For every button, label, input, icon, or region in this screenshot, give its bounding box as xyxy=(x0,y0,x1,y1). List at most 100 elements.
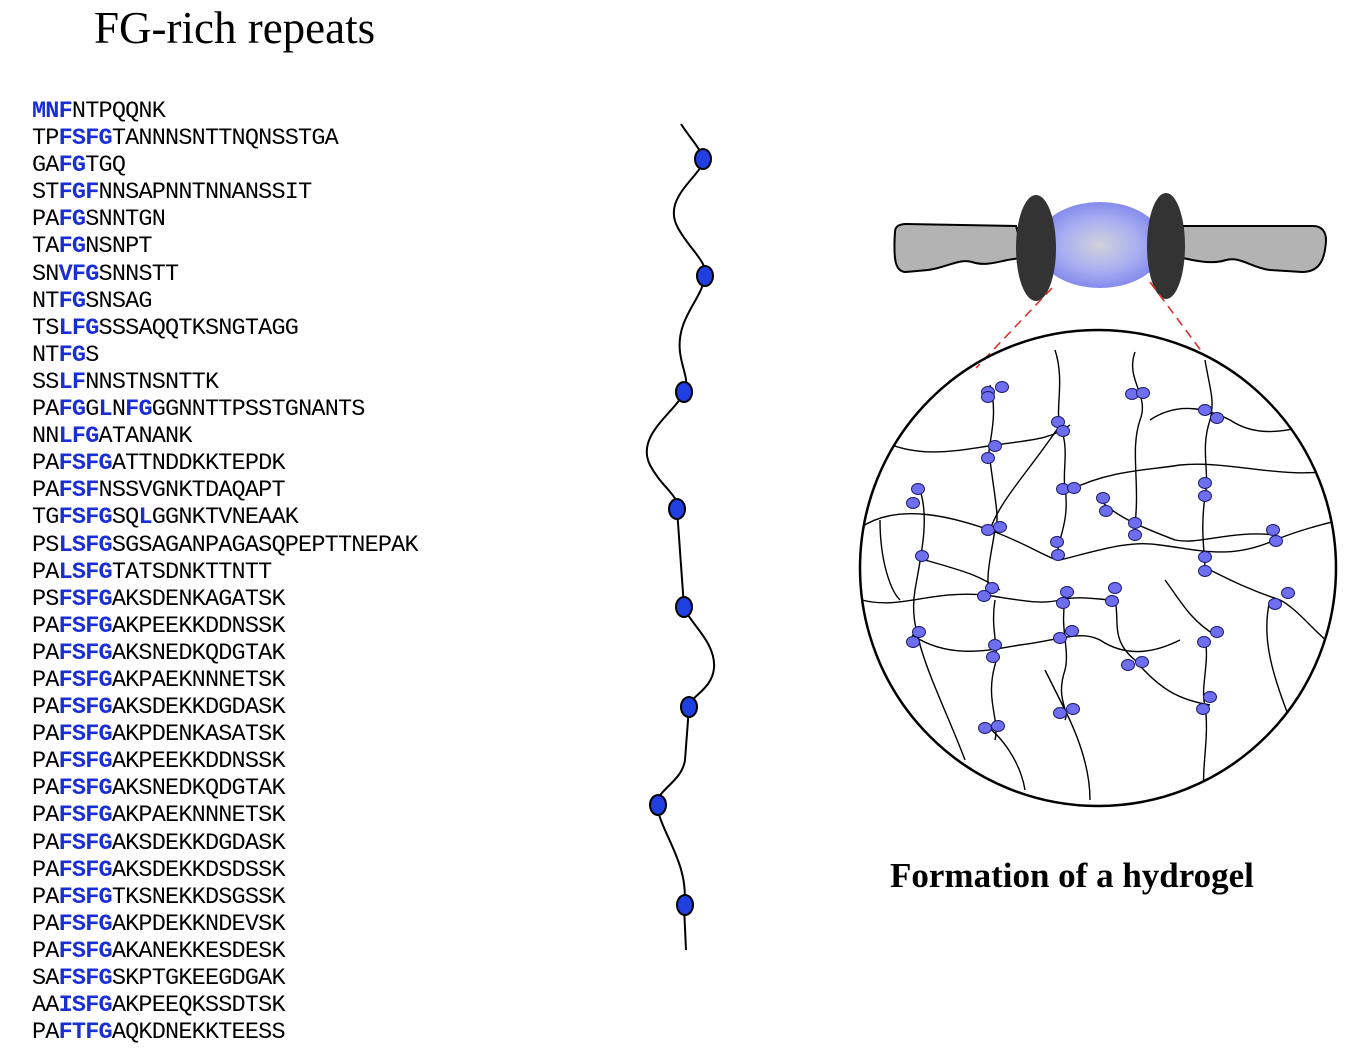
fg-motif: FSFG xyxy=(58,802,113,830)
fg-motif: FG xyxy=(58,152,86,180)
sequence-segment: PA xyxy=(32,1019,59,1047)
sequence-segment: PA xyxy=(32,883,59,911)
sequence-segment: GA xyxy=(32,152,59,180)
sequence-line: PAFSFGAKPDENKASATSK xyxy=(32,721,418,748)
crosslink-dot xyxy=(1128,517,1142,529)
crosslink-dot xyxy=(991,720,1005,732)
crosslink-dot xyxy=(988,639,1002,651)
sequence-segment: AKANEKKESDESK xyxy=(111,937,286,965)
sequence-segment: TP xyxy=(32,125,59,153)
sequence-segment: AKPEEKKDDNSSK xyxy=(111,748,286,776)
fg-motif: LFG xyxy=(58,314,100,342)
sequence-line: NNLFGATANANK xyxy=(32,423,418,450)
sequence-segment: ATANANK xyxy=(98,423,193,451)
sequence-segment: PA xyxy=(32,612,59,640)
fg-motif: FSFG xyxy=(58,856,113,884)
fg-motif: FG xyxy=(58,287,86,315)
fg-motif: L xyxy=(138,504,152,532)
caption: Formation of a hydrogel xyxy=(890,856,1254,895)
sequence-line: PAFGSNNTGN xyxy=(32,206,418,233)
sequence-segment: PA xyxy=(32,937,59,965)
sequence-segment: TS xyxy=(32,314,59,342)
crosslink-dot xyxy=(1135,656,1149,668)
fg-motif: FG xyxy=(58,341,86,369)
left-wing-shape xyxy=(893,222,1027,274)
sequence-line: PAFSFGAKANEKKESDESK xyxy=(32,938,418,965)
fg-binding-dot xyxy=(696,265,714,287)
sequence-segment: PA xyxy=(32,829,59,857)
sequence-segment: NT xyxy=(32,341,59,369)
sequence-line: PAFSFGAKSDEKKDGDASK xyxy=(32,830,418,857)
crosslink-dot xyxy=(1067,482,1081,494)
sequence-segment: AKSDEKKDGDASK xyxy=(111,694,286,722)
fg-binding-dot xyxy=(694,148,712,170)
crosslink-dot xyxy=(1056,597,1070,609)
sequence-line: PAFSFGAKPEEKKDDNSSK xyxy=(32,748,418,775)
fg-motif: FSFG xyxy=(58,504,113,532)
crosslink-dot xyxy=(1203,691,1217,703)
sequence-line: SNVFGSNNSTT xyxy=(32,261,418,288)
sequence-segment: AKPEEQKSSDTSK xyxy=(111,992,286,1020)
sequence-segment: SNNSTT xyxy=(98,260,180,288)
fg-motif: FG xyxy=(58,233,86,261)
sequence-segment: PA xyxy=(32,802,59,830)
fg-binding-dot xyxy=(649,794,667,816)
crosslink-dot xyxy=(1105,595,1119,607)
fg-motif: FSFG xyxy=(58,829,113,857)
crosslink-dot xyxy=(906,636,920,648)
sequence-segment: NNSAPNNTNNANSSIT xyxy=(98,179,313,207)
crosslink-dot xyxy=(978,722,992,734)
sequence-segment: TA xyxy=(32,233,59,261)
sequence-segment: AKSNEDKQDGTAK xyxy=(111,775,286,803)
sequence-line: PAFSFGATTNDDKKTEPDK xyxy=(32,450,418,477)
fg-motif: LFG xyxy=(58,423,100,451)
sequence-segment: TG xyxy=(32,504,59,532)
sequence-segment: TANNNSNTTNQNSSTGA xyxy=(111,125,339,153)
sequence-segment: GGNNTTPSSTGNANTS xyxy=(151,396,366,424)
crosslink-dot xyxy=(1198,551,1212,563)
fg-motif: FSFG xyxy=(58,694,113,722)
sequence-segment: PA xyxy=(32,206,59,234)
crosslink-dot xyxy=(1136,387,1150,399)
fg-binding-dot xyxy=(675,596,693,618)
chain-backbone xyxy=(645,123,716,951)
sequence-segment: SKPTGKEEGDGAK xyxy=(111,965,286,992)
crosslink-dot xyxy=(985,582,999,594)
crosslink-dot xyxy=(1198,490,1212,502)
sequence-line: TSLFGSSSAQQTKSNGTAGG xyxy=(32,315,418,342)
sequence-line: PAFSFGAKSDEKKDGDASK xyxy=(32,694,418,721)
fg-motif: FSFG xyxy=(58,748,113,776)
sequence-segment: PA xyxy=(32,558,59,586)
crosslink-dot xyxy=(988,440,1002,452)
crosslink-dot xyxy=(1266,524,1280,536)
sequence-line: PAFSFGAKSDEKKDSDSSK xyxy=(32,857,418,884)
crosslink-dot xyxy=(1196,703,1210,715)
sequence-segment: AA xyxy=(32,992,59,1020)
fg-motif: FSFG xyxy=(58,612,113,640)
fg-binding-dot xyxy=(680,696,698,718)
sequence-segment: NNSTNSNTTK xyxy=(85,368,219,396)
sequence-segment: ATTNDDKKTEPDK xyxy=(111,450,286,478)
crosslink-dot xyxy=(1060,586,1074,598)
fg-motif: FSFG xyxy=(58,450,113,478)
sequence-segment: PA xyxy=(32,775,59,803)
fg-motif: FSFG xyxy=(58,585,113,613)
fg-motif: L xyxy=(98,396,113,424)
fg-motif: FSFG xyxy=(58,965,113,992)
network-boundary xyxy=(858,328,1338,808)
fg-motif: FSF xyxy=(58,477,100,505)
crosslink-dot xyxy=(1056,425,1070,437)
crosslink-dot xyxy=(906,497,920,509)
sequence-segment: PA xyxy=(32,639,59,667)
sequence-segment: SQ xyxy=(111,504,139,532)
right-wing-shape xyxy=(1182,225,1328,274)
sequence-segment: NN xyxy=(32,423,59,451)
sequence-segment: AKPDENKASATSK xyxy=(111,721,286,749)
fg-motif: VFG xyxy=(58,260,100,288)
sequence-segment: PA xyxy=(32,666,59,694)
fg-motif: FTFG xyxy=(58,1019,113,1047)
sequence-line: PSFSFGAKSDENKAGATSK xyxy=(32,586,418,613)
crosslink-dot xyxy=(911,483,925,495)
sequence-segment: ST xyxy=(32,179,59,207)
